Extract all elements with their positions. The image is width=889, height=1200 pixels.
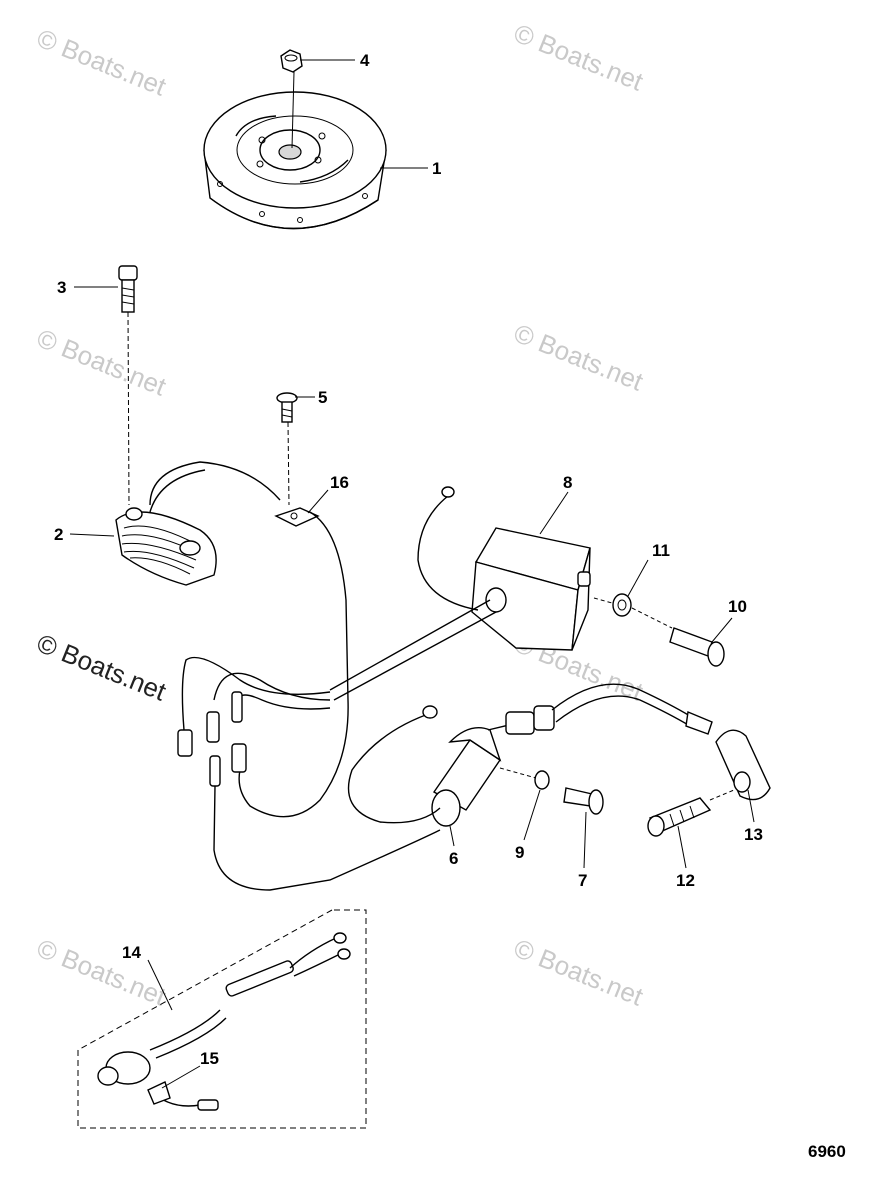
part-label-4: 4 [360,51,370,70]
part-label-3: 3 [57,278,66,297]
watermark: © Boats.net [510,933,648,1012]
part-label-9: 9 [515,843,524,862]
watermark: © Boats.net [33,23,171,102]
spark-plug-lead-illustration [551,683,771,837]
part-label-7: 7 [578,871,587,890]
flywheel-illustration [203,91,387,230]
watermark: © Boats.net [510,318,648,397]
module-washer-screw-illustration [593,593,725,667]
part-label-8: 8 [563,473,572,492]
part-label-15: 15 [200,1049,219,1068]
part-label-10: 10 [728,597,747,616]
watermark: © Boats.net [33,933,171,1012]
watermark-dark: © Boats.net [33,628,171,707]
leader-lines [69,59,755,1089]
stator-screw-illustration [118,265,138,506]
part-label-16: 16 [330,473,349,492]
coil-washer-screw-illustration [499,767,604,815]
watermark: © Boats.net [510,18,648,97]
flywheel-nut-illustration [280,49,303,149]
part-labels: 4 1 3 5 16 8 2 11 10 9 6 13 7 12 14 15 [54,51,763,1068]
part-label-13: 13 [744,825,763,844]
watermark: © Boats.net [33,323,171,402]
kill-switch-inset [77,909,367,1129]
part-label-11: 11 [652,541,670,560]
part-label-1: 1 [432,159,441,178]
cdi-module-illustration [329,486,591,701]
stator-coil-illustration [115,461,281,586]
harness-connectors-illustration [177,656,441,891]
part-label-5: 5 [318,388,327,407]
clamp-screw-illustration [276,392,298,506]
part-label-14: 14 [122,943,141,962]
part-label-2: 2 [54,525,63,544]
diagram-number: 6960 [808,1142,846,1161]
ignition-coil-illustration [347,705,555,827]
part-label-6: 6 [449,849,458,868]
wire-clamp-illustration [238,507,349,818]
part-label-12: 12 [676,871,695,890]
